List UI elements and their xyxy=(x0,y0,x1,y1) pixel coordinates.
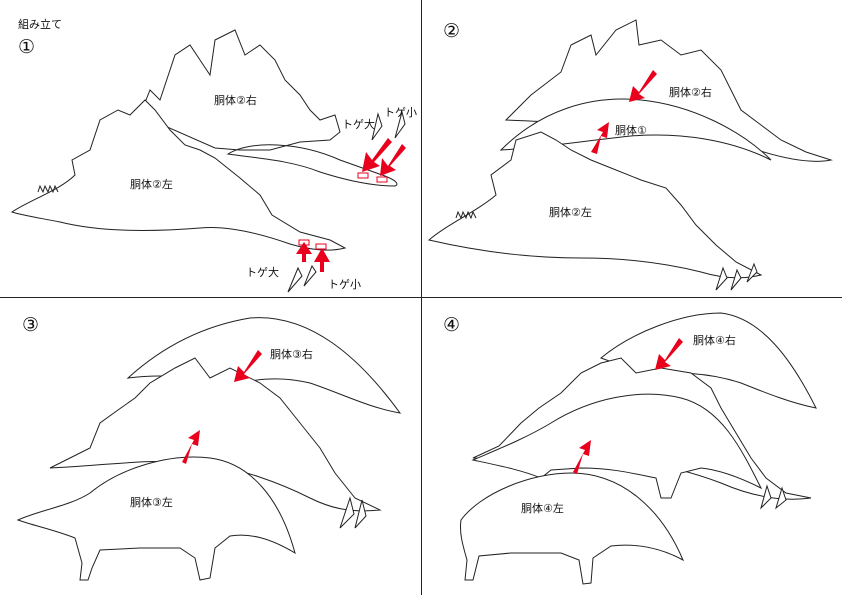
panel-4-drawing xyxy=(460,312,817,585)
arrow-body3-right xyxy=(234,350,262,382)
label-body3-right: 胴体③右 xyxy=(270,348,313,361)
body2-plated-outline xyxy=(49,357,382,512)
arrow-spike-large-top xyxy=(362,138,392,172)
insert-arrows xyxy=(182,350,262,464)
panel-1-drawing xyxy=(10,29,406,293)
label-body2-right: 胴体②右 xyxy=(669,86,712,99)
assembly-title: 組み立て xyxy=(18,18,62,31)
body-neck-outline xyxy=(471,393,763,499)
label-body2-left: 胴体②左 xyxy=(130,178,173,191)
label-spike-small-bottom: トゲ小 xyxy=(328,278,361,291)
arrow-body1 xyxy=(591,122,609,154)
panel-step-2: ② 胴体②右 胴体① 胴体②左 xyxy=(421,0,842,297)
label-body2-left: 胴体②左 xyxy=(549,206,592,219)
label-spike-large-bottom: トゲ大 xyxy=(246,266,279,279)
insert-arrows xyxy=(296,138,406,272)
body1-outline xyxy=(499,98,772,161)
label-body3-left: 胴体③左 xyxy=(130,496,173,509)
step-number-4: ④ xyxy=(443,314,461,336)
panel-2-drawing xyxy=(427,19,833,291)
body2-right-outline xyxy=(139,29,398,187)
slot-mark-4 xyxy=(315,243,327,250)
step-number-2: ② xyxy=(443,20,461,42)
body2-left-outline xyxy=(10,99,347,251)
arrow-body4-left xyxy=(573,440,591,474)
arrow-body3-left xyxy=(182,430,200,464)
slot-mark-2 xyxy=(376,176,388,183)
label-spike-large-top: トゲ大 xyxy=(342,118,375,131)
tail-spikes xyxy=(715,262,758,291)
panel-3-drawing xyxy=(16,317,402,581)
slot-mark-1 xyxy=(357,172,369,179)
body2-left-outline xyxy=(427,131,763,279)
spike-small-shape-a xyxy=(287,266,303,293)
spike-small-shape-b xyxy=(303,264,317,287)
step-number-1: ① xyxy=(18,36,36,58)
panel-step-4: ④ 胴体④右 胴体④左 xyxy=(421,298,842,595)
label-body4-left: 胴体④左 xyxy=(521,502,564,515)
tail-spikes xyxy=(339,496,367,529)
panel-step-3: ③ 胴体③右 胴体③左 xyxy=(0,298,421,595)
label-body4-right: 胴体④右 xyxy=(693,334,736,347)
spike-large-shape-b xyxy=(394,110,406,139)
body4-left-outline xyxy=(460,472,685,585)
arrow-body4-right xyxy=(655,338,683,370)
arrow-spike-small-top xyxy=(380,144,406,176)
step-number-3: ③ xyxy=(22,314,40,336)
insert-arrows xyxy=(591,70,657,154)
insert-arrows xyxy=(573,338,683,474)
body2-left-dorsal-teeth xyxy=(455,210,477,220)
body3-left-outline xyxy=(16,456,296,581)
body2-left-dorsal-teeth xyxy=(37,184,59,194)
horizontal-divider xyxy=(0,297,842,298)
spike-large-shape-a xyxy=(371,112,383,141)
tail-spikes xyxy=(760,484,787,510)
panel-step-1: 組み立て ① 胴体②右 胴体②左 トゲ大 トゲ小 トゲ大 トゲ小 xyxy=(0,0,421,297)
arrow-spike-large-bottom xyxy=(296,242,312,262)
label-body2-right: 胴体②右 xyxy=(214,94,257,107)
arrow-body2-right xyxy=(629,70,657,102)
arrow-spike-small-bottom xyxy=(314,248,330,272)
label-body1: 胴体① xyxy=(615,124,647,137)
label-spike-small-top: トゲ小 xyxy=(384,106,417,119)
